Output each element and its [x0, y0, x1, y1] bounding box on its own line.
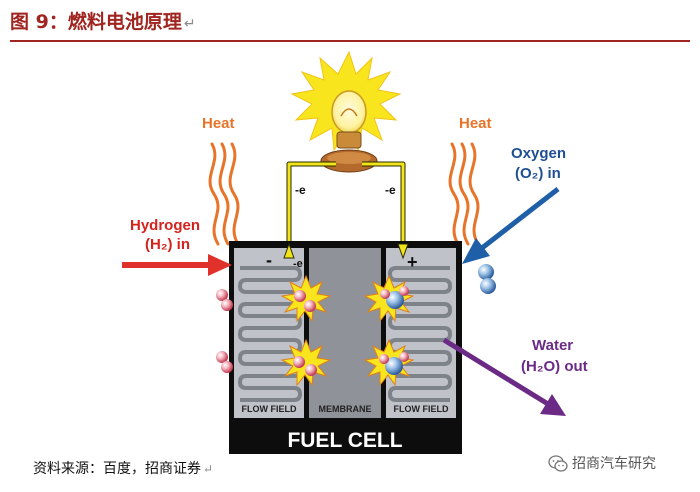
water-label-line2: (H₂O) out — [521, 358, 588, 375]
flow-channel-left — [237, 266, 303, 402]
water-label-line1: Water — [532, 337, 573, 354]
heat-waves-right — [448, 142, 480, 246]
water-arrow-icon — [442, 337, 566, 416]
source-note: 资料来源：百度，招商证券↵ — [33, 458, 213, 478]
oxygen-arrow-icon — [462, 187, 560, 264]
figure-title-text: 图 9：燃料电池原理 — [10, 11, 182, 33]
anode-minus-sign: - — [266, 250, 272, 270]
fuel-cell-diagram: Heat Heat -e -e - -e + — [122, 50, 588, 454]
hydrogen-arrow-icon — [122, 254, 232, 276]
flow-field-label-right: FLOW FIELD — [394, 404, 449, 414]
cathode-plus-sign: + — [407, 252, 418, 272]
flow-channel-right — [387, 266, 453, 402]
watermark: 招商汽车研究 — [548, 452, 656, 476]
reaction-burst-anode-top — [280, 274, 332, 323]
hydrogen-molecule-icon — [216, 351, 233, 373]
reaction-burst-anode-bottom — [280, 338, 332, 387]
oxygen-label-line1: Oxygen — [511, 145, 566, 162]
cathode-plate — [386, 248, 456, 418]
fuel-cell-label: FUEL CELL — [287, 429, 402, 452]
reaction-burst-cathode-bottom — [363, 338, 415, 387]
source-text: 资料来源：百度，招商证券 — [33, 461, 201, 477]
electron-label-right: -e — [385, 183, 396, 197]
electron-arrow-up-icon — [283, 242, 295, 259]
oxygen-molecule-icon — [478, 264, 496, 294]
flow-field-label-left: FLOW FIELD — [242, 404, 297, 414]
heat-waves-left — [208, 142, 240, 246]
light-bulb-icon — [290, 50, 402, 173]
watermark-text: 招商汽车研究 — [572, 456, 656, 472]
hydrogen-label-line1: Hydrogen — [130, 217, 200, 234]
reaction-burst-cathode-top — [363, 274, 415, 323]
electron-arrow-down-icon — [397, 243, 409, 260]
external-circuit-wire — [286, 161, 406, 254]
wechat-icon — [548, 455, 568, 472]
hydrogen-molecule-icon — [216, 289, 233, 311]
heat-label-right: Heat — [459, 115, 492, 132]
membrane-label: MEMBRANE — [319, 404, 372, 414]
membrane — [309, 248, 381, 418]
anode-plate — [234, 248, 304, 418]
hydrogen-label-line2: (H₂) in — [145, 236, 190, 253]
electron-label-left: -e — [295, 183, 306, 197]
oxygen-label-line2: (O₂) in — [515, 165, 561, 182]
title-rule — [10, 40, 690, 42]
figure-title: 图 9：燃料电池原理↵ — [10, 6, 196, 38]
heat-label-left: Heat — [202, 115, 235, 132]
return-mark: ↵ — [203, 462, 214, 476]
electron-label-anode: -e — [293, 258, 303, 270]
return-mark: ↵ — [183, 16, 196, 32]
